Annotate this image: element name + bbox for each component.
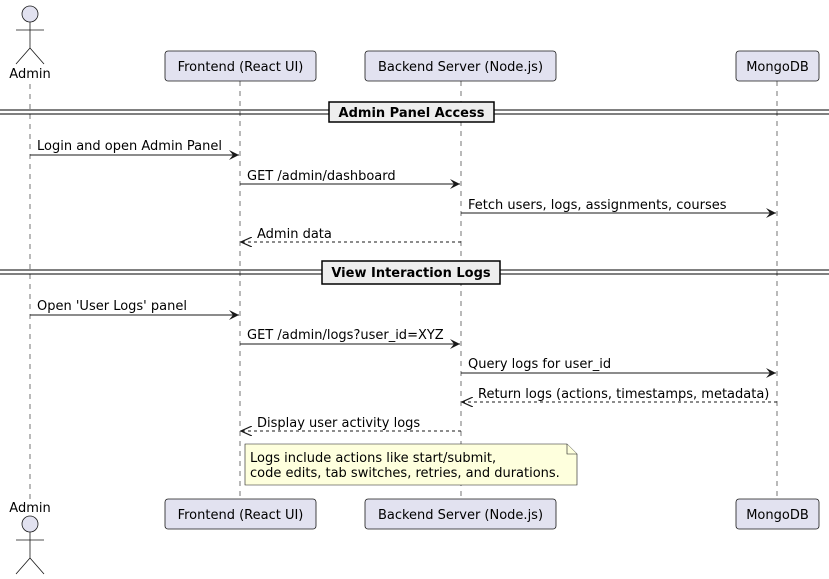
note-logs-info: Logs include actions like start/submit, … (244, 443, 578, 486)
message-query-logs: Query logs for user_id (461, 357, 776, 378)
divider-admin-panel-label: Admin Panel Access (339, 106, 485, 121)
participant-backend-label: Backend Server (Node.js) (378, 60, 543, 75)
message-fetch-data-label: Fetch users, logs, assignments, courses (468, 198, 727, 213)
participant-mongodb-bottom-label: MongoDB (746, 508, 809, 523)
participant-mongodb-label: MongoDB (746, 60, 809, 75)
message-get-dashboard-label: GET /admin/dashboard (247, 169, 396, 184)
note-line-1: Logs include actions like start/submit, (250, 451, 496, 466)
message-get-dashboard: GET /admin/dashboard (240, 169, 460, 189)
message-return-logs-label: Return logs (actions, timestamps, metada… (478, 387, 769, 402)
message-display-logs: Display user activity logs (241, 416, 461, 431)
actor-admin-top: Admin (9, 5, 51, 82)
message-return-logs: Return logs (actions, timestamps, metada… (462, 387, 777, 402)
message-open-user-logs-label: Open 'User Logs' panel (37, 299, 187, 314)
participant-frontend-bottom-label: Frontend (React UI) (178, 508, 304, 523)
participant-mongodb-bottom: MongoDB (735, 498, 820, 530)
message-display-logs-label: Display user activity logs (257, 416, 420, 431)
divider-view-logs-label: View Interaction Logs (331, 266, 491, 281)
message-query-logs-label: Query logs for user_id (468, 357, 611, 372)
message-fetch-data: Fetch users, logs, assignments, courses (461, 198, 776, 218)
participant-mongodb-top: MongoDB (735, 50, 820, 82)
actor-admin-bottom-label: Admin (9, 501, 50, 516)
message-get-logs: GET /admin/logs?user_id=XYZ (240, 328, 460, 349)
participant-frontend-bottom: Frontend (React UI) (164, 498, 317, 530)
participant-backend-bottom: Backend Server (Node.js) (364, 498, 557, 530)
participant-backend-top: Backend Server (Node.js) (364, 50, 557, 82)
participant-frontend-top: Frontend (React UI) (164, 50, 317, 82)
divider-admin-panel-access: Admin Panel Access (0, 101, 829, 123)
actor-admin-bottom: Admin (9, 501, 51, 575)
message-get-logs-label: GET /admin/logs?user_id=XYZ (247, 328, 444, 343)
message-open-user-logs: Open 'User Logs' panel (30, 299, 239, 320)
divider-view-interaction-logs: View Interaction Logs (0, 260, 829, 285)
message-login: Login and open Admin Panel (30, 139, 239, 160)
note-line-2: code edits, tab switches, retries, and d… (250, 466, 560, 481)
message-admin-data: Admin data (241, 227, 461, 242)
message-login-label: Login and open Admin Panel (37, 139, 222, 154)
participant-backend-bottom-label: Backend Server (Node.js) (378, 508, 543, 523)
message-admin-data-label: Admin data (257, 227, 332, 242)
participant-frontend-label: Frontend (React UI) (178, 60, 304, 75)
actor-admin-label: Admin (9, 67, 50, 82)
